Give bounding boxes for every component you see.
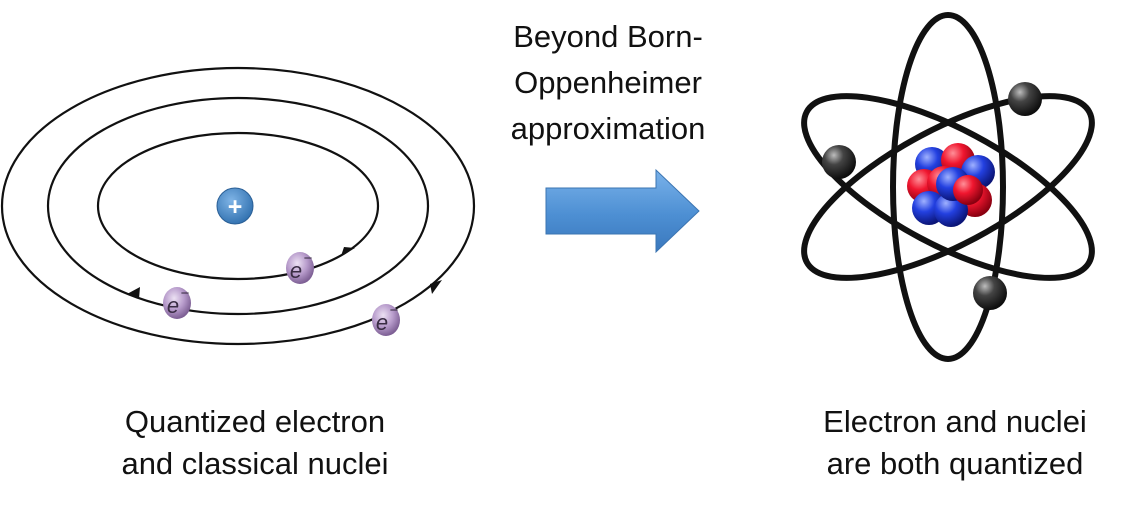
right-caption-line-2: are both quantized [826,446,1084,481]
electron-inner: e − [286,250,314,284]
electron-charge: − [304,250,313,267]
left-caption-line-1: Quantized electron [124,404,386,439]
quantum-nucleus [907,143,995,227]
electron-label: e [290,258,302,283]
quantum-electron-left [822,145,856,179]
orbit-direction-arrow-outer [430,280,442,294]
classical-atom: + e − e − e − [0,66,476,346]
arrow-label: Beyond Born- Oppenheimer approximation [458,14,758,152]
arrow-label-line-1: Beyond Born- [513,19,703,54]
transition-arrow [545,168,700,254]
orbit-tilted-b [801,93,1095,281]
electron-outer: e − [372,302,400,336]
orbit-outer [0,66,476,346]
electron-middle: e − [163,285,191,319]
orbit-vertical [890,12,1006,362]
orbit-tilted-a [801,93,1095,281]
arrow-shape [545,168,700,254]
quantum-electron-top [1008,82,1042,116]
orbit-middle [46,96,430,316]
orbit-inner [96,131,380,281]
left-caption: Quantized electron and classical nuclei [60,401,450,485]
quantum-atom [801,12,1095,362]
right-caption: Electron and nuclei are both quantized [760,401,1144,485]
left-caption-line-2: and classical nuclei [121,446,389,481]
classical-nucleus: + [216,187,254,225]
arrow-label-line-3: approximation [510,111,706,146]
arrow-label-line-2: Oppenheimer [514,65,702,100]
electron-label: e [376,310,388,335]
electron-charge: − [181,285,190,302]
orbit-direction-arrow-middle [127,287,140,299]
electron-charge: − [390,302,399,319]
orbit-direction-arrow-inner [341,247,355,256]
electron-label: e [167,293,179,318]
nucleus-plus-symbol: + [228,193,243,221]
quantum-electron-bottom [973,276,1007,310]
right-caption-line-1: Electron and nuclei [823,404,1087,439]
